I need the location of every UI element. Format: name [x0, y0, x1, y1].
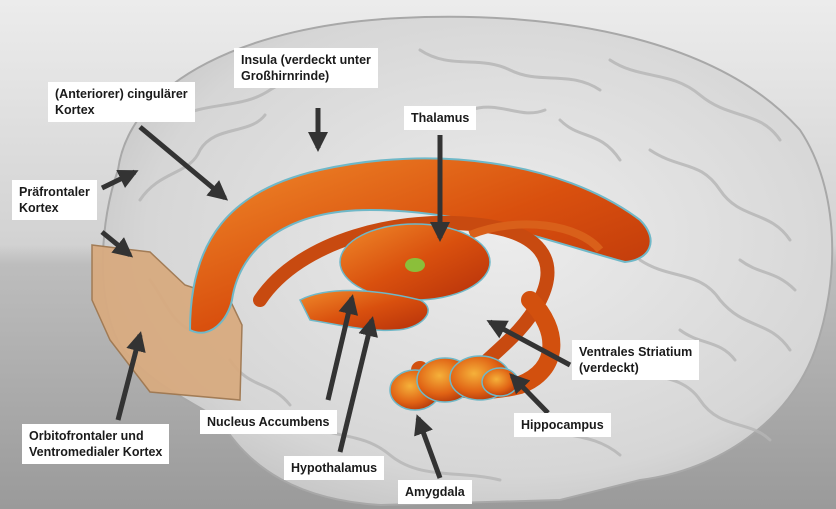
- label-line: Thalamus: [411, 110, 469, 126]
- label-line: Amygdala: [405, 484, 465, 500]
- label-line: Kortex: [19, 200, 90, 216]
- label-line: Großhirnrinde): [241, 68, 371, 84]
- label-line: Kortex: [55, 102, 188, 118]
- label-thalamus: Thalamus: [404, 106, 476, 130]
- label-amygdala: Amygdala: [398, 480, 472, 504]
- thalamus-nucleus: [405, 258, 425, 272]
- label-insula: Insula (verdeckt unter Großhirnrinde): [234, 48, 378, 88]
- label-cingulate-cortex: (Anteriorer) cingulärer Kortex: [48, 82, 195, 122]
- label-ventral-striatum: Ventrales Striatium (verdeckt): [572, 340, 699, 380]
- label-line: Orbitofrontaler und: [29, 428, 162, 444]
- label-line: Nucleus Accumbens: [207, 414, 330, 430]
- label-line: Insula (verdeckt unter: [241, 52, 371, 68]
- label-line: Hypothalamus: [291, 460, 377, 476]
- label-nucleus-accumbens: Nucleus Accumbens: [200, 410, 337, 434]
- label-line: (Anteriorer) cingulärer: [55, 86, 188, 102]
- label-line: Hippocampus: [521, 417, 604, 433]
- label-line: (verdeckt): [579, 360, 692, 376]
- label-hypothalamus: Hypothalamus: [284, 456, 384, 480]
- label-orbitofrontal-cortex: Orbitofrontaler und Ventromedialer Korte…: [22, 424, 169, 464]
- label-line: Präfrontaler: [19, 184, 90, 200]
- label-prefrontal-cortex: Präfrontaler Kortex: [12, 180, 97, 220]
- label-hippocampus: Hippocampus: [514, 413, 611, 437]
- label-line: Ventrales Striatium: [579, 344, 692, 360]
- label-line: Ventromedialer Kortex: [29, 444, 162, 460]
